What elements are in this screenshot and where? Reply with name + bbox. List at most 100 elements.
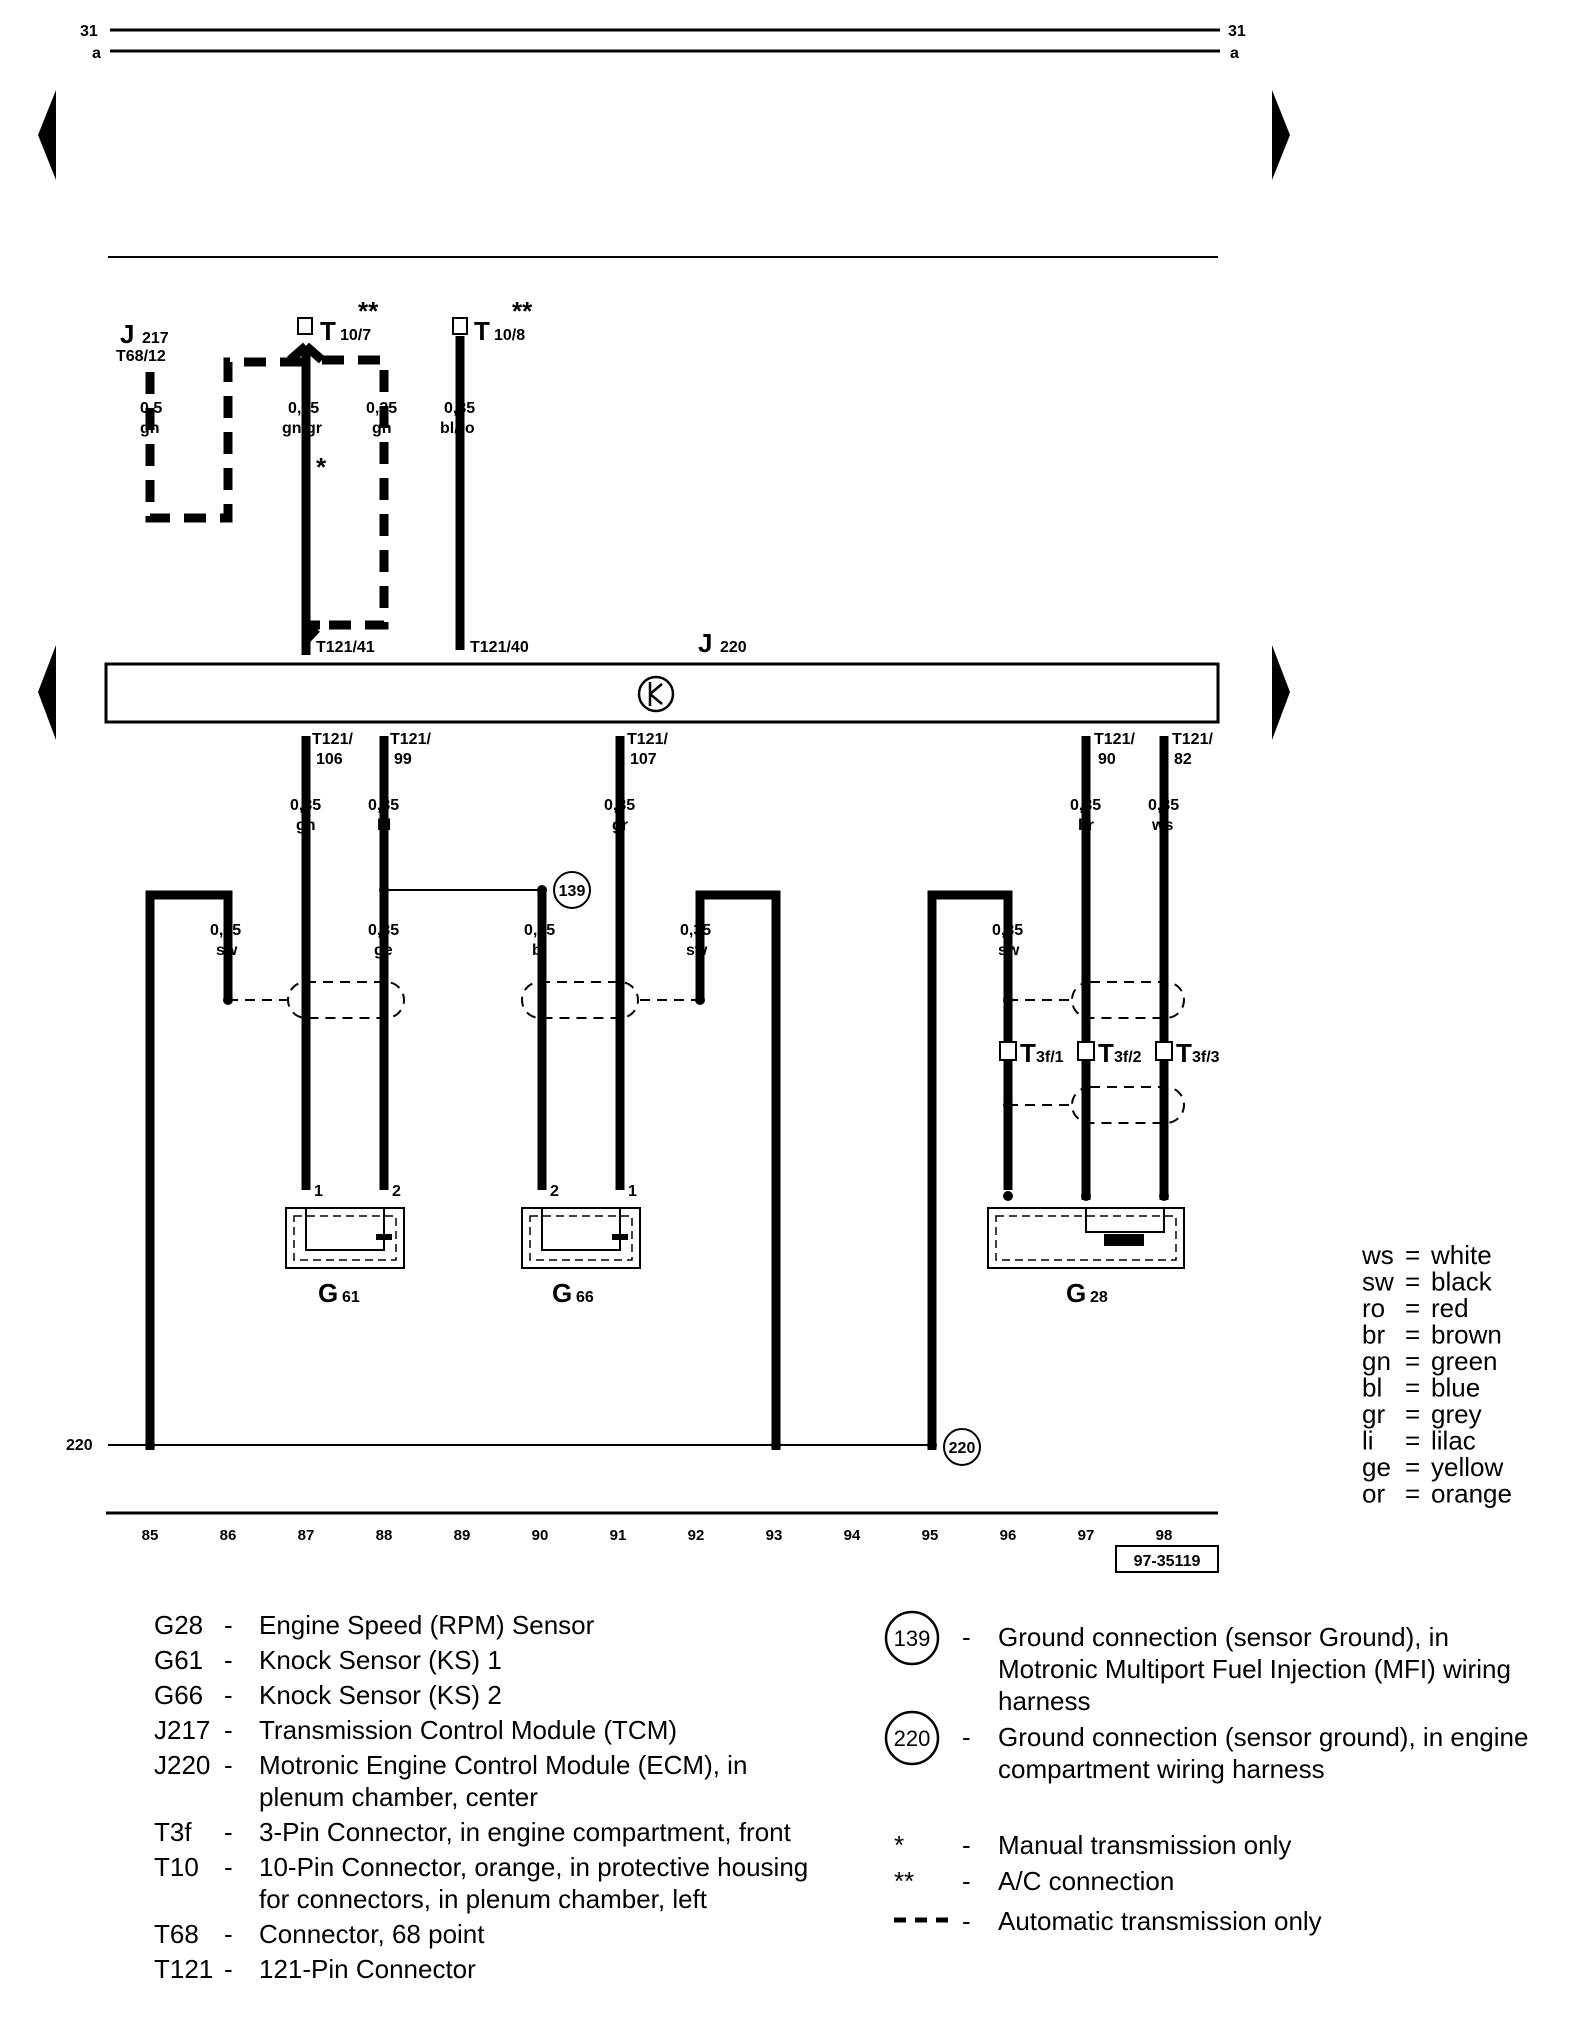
pin-82-a: T121/ <box>1172 731 1213 748</box>
wire-sw1-color: sw <box>216 942 238 959</box>
wire-sw2-color: sw <box>686 942 708 959</box>
g61-label-sub: 61 <box>342 1289 360 1306</box>
manual-only-mark: * <box>316 452 327 482</box>
legend-code: J217 <box>154 1715 210 1745</box>
j217-label-sub: 217 <box>142 330 169 347</box>
legend-dash: - <box>224 1954 233 1984</box>
j220-label-sub: 220 <box>720 639 747 656</box>
legend-dash: - <box>224 1750 233 1780</box>
column-number: 89 <box>454 1527 471 1544</box>
legend-description: Knock Sensor (KS) 2 <box>259 1680 502 1710</box>
wire-sw2-size: 0,35 <box>680 922 711 939</box>
pin-99-a: T121/ <box>390 731 431 748</box>
legend-description: Transmission Control Module (TCM) <box>259 1715 677 1745</box>
t3f-2-label-sub: 3f/2 <box>1114 1049 1142 1066</box>
t3f-1-label: T <box>1020 1038 1036 1068</box>
legend-dash: - <box>224 1680 233 1710</box>
shield-g66 <box>521 981 705 1019</box>
legend-dash: - <box>962 1906 971 1936</box>
t10-7-label-sub: 10/7 <box>340 327 371 344</box>
color-key-name: orange <box>1431 1479 1512 1509</box>
column-number: 86 <box>220 1527 237 1544</box>
pin-90-b: 90 <box>1098 751 1116 768</box>
legend-symbol: ** <box>894 1866 914 1896</box>
pin-t121-40: T121/40 <box>470 639 529 656</box>
color-key-name: white <box>1430 1240 1492 1270</box>
rail-label-left: 31 <box>80 23 98 40</box>
wire-sw3-size: 0,35 <box>992 922 1023 939</box>
column-number: 94 <box>844 1527 861 1544</box>
ground-220-line-label: 220 <box>66 1437 93 1454</box>
wire-ge-size: 0,35 <box>368 922 399 939</box>
ground-220-icon: 220 <box>943 1428 981 1466</box>
column-number: 91 <box>610 1527 627 1544</box>
g66-pin-1: 1 <box>628 1183 637 1200</box>
wire-t107-automatic <box>302 355 389 644</box>
ground-symbol-icon <box>884 1610 940 1666</box>
t3f-1-label-sub: 3f/1 <box>1036 1049 1064 1066</box>
junction-dot <box>379 885 389 895</box>
pin-106-b: 106 <box>316 751 343 768</box>
color-key-equals: = <box>1405 1373 1420 1403</box>
legend-code: T121 <box>154 1954 213 1984</box>
color-key-name: green <box>1431 1346 1498 1376</box>
legend-description: Automatic transmission only <box>998 1906 1322 1936</box>
legend-description: A/C connection <box>998 1866 1174 1896</box>
t3f-3-label: T <box>1176 1038 1192 1068</box>
prev-page-arrow-icon[interactable] <box>38 90 56 180</box>
junction-dot-93 <box>771 1440 781 1450</box>
j217-label: J <box>120 319 134 349</box>
junction-dot-95 <box>927 1440 937 1450</box>
rail-sub-left: a <box>92 45 101 62</box>
legend-description: plenum chamber, center <box>259 1782 538 1812</box>
figure-code-box <box>1115 1545 1219 1573</box>
column-number: 88 <box>376 1527 393 1544</box>
color-key-name: lilac <box>1431 1426 1476 1456</box>
legend-description: 10-Pin Connector, orange, in protective … <box>259 1852 808 1882</box>
legend-description: Connector, 68 point <box>259 1919 485 1949</box>
column-number: 93 <box>766 1527 783 1544</box>
pin-82-b: 82 <box>1174 751 1192 768</box>
t3f-3-label-sub: 3f/3 <box>1192 1049 1220 1066</box>
legend-symbol: * <box>894 1830 904 1860</box>
rail-31: 31 a 31 a <box>80 23 1246 62</box>
legend-dash: - <box>224 1919 233 1949</box>
next-page-arrow-icon-lower[interactable] <box>1272 645 1290 740</box>
color-key-code: ro <box>1362 1293 1385 1323</box>
column-number: 98 <box>1156 1527 1173 1544</box>
legend-description: Manual transmission only <box>998 1830 1291 1860</box>
color-key-code: br <box>1362 1320 1385 1350</box>
pin-90-a: T121/ <box>1094 731 1135 748</box>
wire-shield-g28 <box>927 890 1013 1450</box>
legend-dash: - <box>224 1817 233 1847</box>
legend-code: T68 <box>154 1919 199 1949</box>
column-number: 95 <box>922 1527 939 1544</box>
g28-label: G <box>1066 1278 1086 1308</box>
knock-sensor-g66-icon <box>521 1207 641 1269</box>
color-key-code: bl <box>1362 1373 1382 1403</box>
t10-8-ac-mark: ** <box>512 296 533 326</box>
legend-description: Motronic Engine Control Module (ECM), in <box>259 1750 747 1780</box>
legend-code: J220 <box>154 1750 210 1780</box>
j217-pin-label: T68/12 <box>116 348 166 365</box>
prev-page-arrow-icon-lower[interactable] <box>38 645 56 740</box>
color-key-equals: = <box>1405 1320 1420 1350</box>
g28-label-sub: 28 <box>1090 1289 1108 1306</box>
column-number: 97 <box>1078 1527 1095 1544</box>
g66-label: G <box>552 1278 572 1308</box>
legend-dash: - <box>224 1715 233 1745</box>
junction-dot-85 <box>145 1440 155 1450</box>
column-number: 92 <box>688 1527 705 1544</box>
wire-color-key: ws=whitesw=blackro=redbr=browngn=greenbl… <box>1361 1240 1512 1509</box>
t10-7-label: T <box>320 316 336 346</box>
next-page-arrow-icon[interactable] <box>1272 90 1290 180</box>
color-key-code: gr <box>1362 1399 1385 1429</box>
legend-code: T10 <box>154 1852 199 1882</box>
j220-ecm-box <box>104 662 1220 724</box>
pin-99-b: 99 <box>394 751 412 768</box>
color-key-equals: = <box>1405 1240 1420 1270</box>
legend-dash: - <box>224 1852 233 1882</box>
legend-description: Ground connection (sensor ground), in en… <box>998 1722 1528 1752</box>
pin-107-b: 107 <box>630 751 657 768</box>
